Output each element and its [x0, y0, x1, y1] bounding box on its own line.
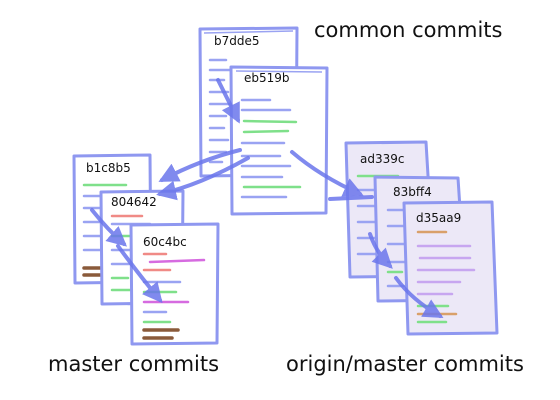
arrow-ad339c-to-83bff4 [368, 232, 393, 269]
commit-hash-83bff4: 83bff4 [393, 185, 432, 199]
commit-hash-b1c8b5: b1c8b5 [86, 161, 131, 175]
label-master-commits: master commits [48, 352, 220, 376]
arrow-804642-to-60c4bc [116, 244, 163, 304]
commit-hash-ad339c: ad339c [360, 152, 404, 166]
commit-hash-804642: 804642 [111, 195, 157, 209]
label-common-commits: common commits [314, 18, 503, 42]
arrow-b7dde5-to-eb519b [216, 78, 240, 124]
commit-page-60c4bc: 60c4bc [129, 222, 220, 346]
arrow-83bff4-to-d35aa9 [394, 276, 444, 318]
commit-page-eb519b: eb519b [229, 65, 329, 216]
arrow-b1c8b5-to-804642 [90, 208, 128, 247]
arrow-eb519b-to-ad339c [290, 150, 364, 197]
arrow-connector-line [328, 195, 374, 201]
commit-hash-60c4bc: 60c4bc [143, 235, 187, 249]
arrow-eb519b-to-b1c8b5 [158, 148, 242, 182]
commit-hash-d35aa9: d35aa9 [416, 211, 461, 225]
commit-page-d35aa9: d35aa9 [402, 200, 499, 336]
label-origin-master-commits: origin/master commits [286, 352, 524, 376]
arrow-eb519b-to-804642 [156, 156, 250, 201]
commit-hash-eb519b: eb519b [244, 71, 290, 85]
commit-hash-b7dde5: b7dde5 [214, 34, 260, 48]
